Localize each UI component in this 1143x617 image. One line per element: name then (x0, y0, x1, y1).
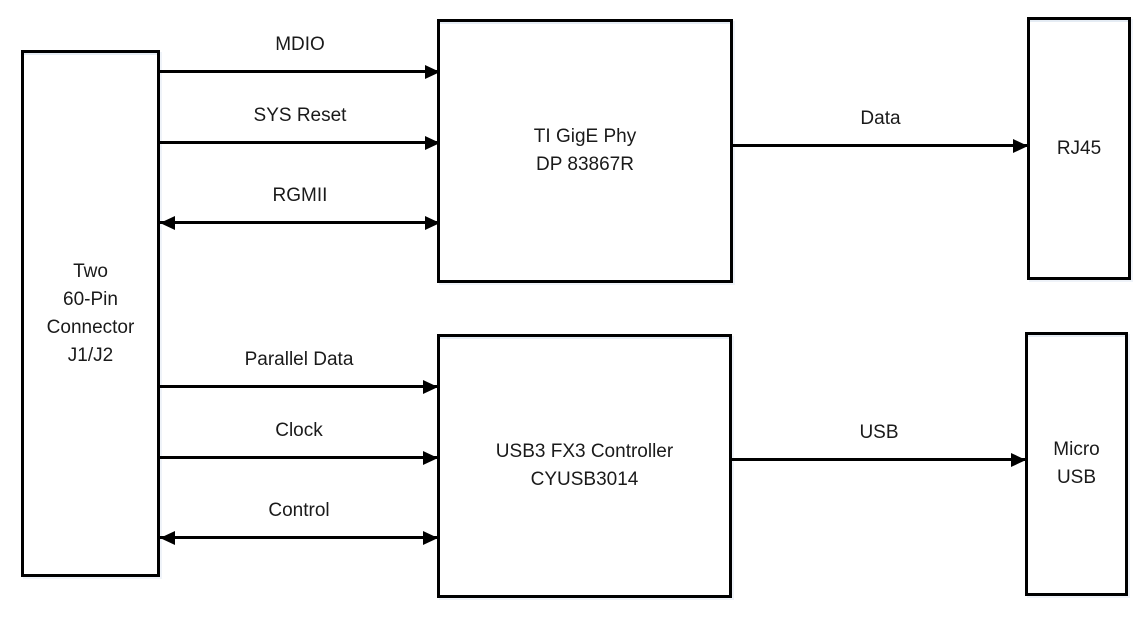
node-two-60pin-connector: Two 60-Pin Connector J1/J2 (21, 50, 160, 577)
node-micro-usb-label: Micro USB (1053, 439, 1100, 488)
node-rj45-label: RJ45 (1056, 137, 1102, 159)
arrowhead-right-icon (425, 215, 440, 230)
arrowhead-right-icon (1011, 452, 1026, 467)
node-two-60pin-connector-label: Two 60-Pin Connector J1/J2 (46, 260, 135, 366)
arrow-line (733, 144, 1028, 147)
arrow-line (160, 141, 440, 144)
edge-data-label: Data (860, 108, 901, 129)
arrow-line (160, 221, 440, 224)
edge-usb-label: USB (859, 422, 899, 443)
edge-mdio: MDIO (160, 34, 440, 79)
edge-parallel-data-label: Parallel Data (244, 349, 354, 370)
edge-mdio-label: MDIO (275, 34, 325, 55)
arrowhead-right-icon (1013, 138, 1028, 153)
edge-rgmii: RGMII (160, 185, 440, 230)
edge-clock-label: Clock (275, 420, 323, 441)
arrowhead-right-icon (423, 379, 438, 394)
arrow-line (160, 385, 438, 388)
arrowhead-right-icon (423, 450, 438, 465)
edge-sys-reset: SYS Reset (160, 105, 440, 150)
node-usb3-fx3-controller: USB3 FX3 Controller CYUSB3014 (437, 334, 732, 598)
edge-control: Control (160, 500, 438, 545)
arrowhead-left-icon (160, 215, 175, 230)
node-rj45: RJ45 (1027, 17, 1131, 280)
edge-parallel-data: Parallel Data (160, 349, 438, 394)
edge-control-label: Control (268, 500, 330, 521)
edge-data: Data (733, 108, 1028, 153)
arrow-line (160, 70, 440, 73)
node-micro-usb: Micro USB (1025, 332, 1128, 596)
arrow-line (160, 536, 438, 539)
node-ti-gige-phy-label: TI GigE Phy DP 83867R (533, 126, 637, 175)
arrow-line (732, 458, 1026, 461)
edge-rgmii-label: RGMII (272, 185, 328, 206)
arrowhead-right-icon (425, 135, 440, 150)
arrowhead-right-icon (423, 530, 438, 545)
arrow-line (160, 456, 438, 459)
node-ti-gige-phy: TI GigE Phy DP 83867R (437, 19, 733, 283)
edge-sys-reset-label: SYS Reset (253, 105, 347, 126)
edge-usb: USB (732, 422, 1026, 467)
edge-clock: Clock (160, 420, 438, 465)
node-usb3-fx3-controller-label: USB3 FX3 Controller CYUSB3014 (495, 441, 674, 490)
arrowhead-right-icon (425, 64, 440, 79)
arrowhead-left-icon (160, 530, 175, 545)
